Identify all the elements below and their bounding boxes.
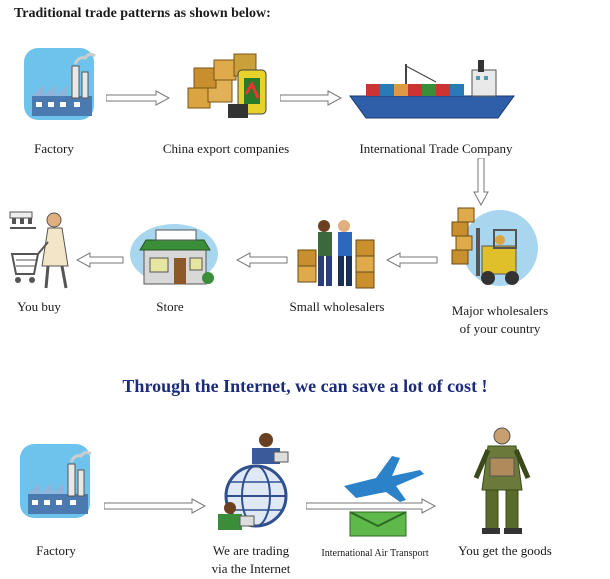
- arrow-factory-to-export: [106, 90, 170, 106]
- forklift-icon: [451, 207, 538, 286]
- label-major-1: Major wholesalers: [451, 303, 549, 318]
- label-trading-1: We are trading: [212, 543, 290, 558]
- page-title: Traditional trade patterns as shown belo…: [14, 6, 271, 21]
- arrow-factory-to-trading: [104, 498, 206, 514]
- label-trading-2: via the Internet: [211, 561, 291, 576]
- globe-computer-icon: [218, 433, 289, 530]
- shopper-icon: [9, 211, 69, 289]
- arrow-trading-to-air: [306, 498, 436, 514]
- airplane-mail-icon: [344, 456, 424, 537]
- label-goods: You get the goods: [458, 543, 552, 558]
- label-trade: International Trade Company: [359, 141, 513, 156]
- person-goods-icon: [473, 427, 531, 534]
- internet-subtitle: Through the Internet, we can save a lot …: [122, 376, 488, 396]
- label-factory-internet: Factory: [36, 543, 76, 558]
- arrow-trade-to-major: [473, 158, 489, 206]
- label-export: China export companies: [162, 141, 290, 156]
- label-small: Small wholesalers: [289, 299, 385, 314]
- arrow-store-to-buy: [76, 252, 124, 268]
- factory-icon-internet: [20, 444, 92, 518]
- label-store: Store: [156, 299, 184, 314]
- cargo-ship-icon: [349, 60, 515, 119]
- factory-icon: [24, 48, 96, 120]
- arrow-small-to-store: [236, 252, 288, 268]
- label-buy: You buy: [17, 299, 61, 314]
- workers-icon: [297, 220, 375, 289]
- arrow-export-to-trade: [280, 90, 342, 106]
- arrow-major-to-small: [386, 252, 438, 268]
- label-air: International Air Transport: [321, 548, 429, 559]
- label-factory: Factory: [34, 141, 74, 156]
- label-major-2: of your country: [459, 321, 541, 336]
- boxes-icon: [187, 53, 267, 118]
- store-icon: [130, 224, 218, 285]
